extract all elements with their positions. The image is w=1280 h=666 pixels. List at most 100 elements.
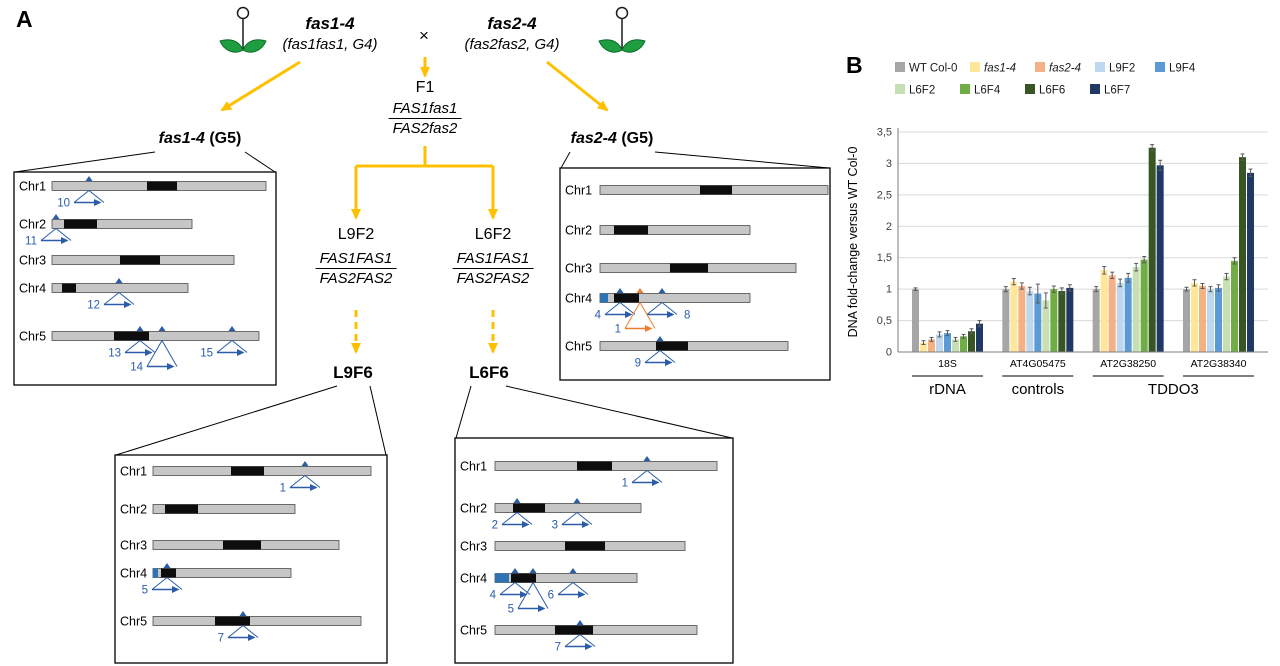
bar (936, 334, 943, 352)
insertion-number: 1 (615, 324, 621, 336)
legend-swatch (895, 62, 905, 72)
chromosome-label: Chr2 (19, 218, 46, 232)
bar (1018, 286, 1026, 352)
legend-label: L6F2 (909, 85, 935, 97)
bar (960, 336, 967, 352)
insertion-marker: 1 (622, 456, 663, 490)
insertion-callout-line (516, 512, 533, 525)
chromosome-bar (494, 625, 698, 635)
insertion-number: 6 (548, 590, 554, 602)
insertion-number: 8 (684, 310, 690, 322)
insertion-callout-line (216, 340, 233, 353)
insertion-callout-line (572, 582, 589, 595)
legend-swatch (970, 62, 980, 72)
chromosome-knob-segment (600, 293, 608, 303)
legend-swatch (1090, 84, 1100, 94)
legend-label: L9F2 (1109, 63, 1135, 75)
insertion-number: 4 (595, 310, 602, 322)
insertion-marker: 9 (635, 336, 676, 370)
insertion-tick-icon (513, 498, 521, 503)
l9f2-genotype-numerator: FAS1FAS1 (315, 250, 397, 269)
legend-label: fas2-4 (1049, 63, 1081, 75)
insertion-marker: 5 (508, 568, 549, 616)
centromere (231, 466, 264, 476)
insertion-callout-line (561, 512, 578, 525)
bar (1140, 259, 1148, 352)
centromere (700, 185, 732, 195)
f1-label: F1 (415, 79, 435, 96)
bar (1207, 289, 1214, 352)
centromere (161, 568, 176, 578)
l9f2-genotype-fraction: FAS1FAS1 FAS2FAS2 (315, 250, 397, 287)
insertion-number: 15 (200, 348, 213, 360)
x-category-label: TDDO3 (1148, 381, 1199, 398)
insertion-tick-icon (569, 568, 577, 573)
chromosome-label: Chr1 (120, 465, 147, 479)
callout-line (244, 151, 276, 173)
insertion-callout-line (646, 470, 663, 483)
arrow-to-fas2-g5 (546, 60, 609, 112)
insertion-number: 2 (492, 520, 498, 532)
chromosome-label: Chr2 (460, 502, 487, 516)
chromosome-bar (599, 341, 789, 351)
insertion-tick-icon (163, 563, 171, 568)
fas1-g5-box-label: fas1-4 (G5) (159, 130, 242, 148)
insertion-marker: 14 (130, 326, 178, 374)
chromosome-label: Chr2 (565, 224, 592, 238)
insertion-marker: 12 (87, 278, 135, 312)
insertion-number: 7 (218, 633, 224, 645)
chromosome-label: Chr5 (460, 624, 487, 638)
insertion-marker: 4 (490, 568, 531, 602)
chromosome-bar (599, 225, 751, 235)
insertion-tick-icon (529, 568, 537, 573)
insertion-callout-line (146, 340, 163, 367)
bar (1247, 172, 1254, 352)
insertion-tick-icon (573, 498, 581, 503)
insertion-callout-line (499, 582, 516, 595)
panel-a-graphics: Chr110Chr211Chr3Chr412Chr5131415Chr1Chr2… (13, 6, 831, 664)
centromere (656, 341, 688, 351)
insertion-callout-line (661, 302, 678, 315)
insertion-tick-icon (239, 611, 247, 616)
callout-line (115, 385, 338, 456)
centromere (614, 293, 639, 303)
callout-line (369, 385, 387, 456)
legend-swatch (1155, 62, 1165, 72)
insertion-callout-line (242, 625, 259, 638)
bar (1042, 300, 1050, 352)
insertion-marker: 15 (200, 326, 248, 360)
insertion-callout-line (564, 634, 581, 647)
y-tick-label: 3,5 (877, 127, 892, 139)
bar (1191, 282, 1198, 352)
l6f2-genotype-numerator: FAS1FAS1 (452, 250, 534, 269)
insertion-callout-line (624, 302, 641, 329)
chromosome-bar (51, 331, 260, 341)
y-tick-label: 0 (886, 347, 892, 359)
insertion-callout-line (639, 302, 656, 329)
centromere (614, 225, 648, 235)
chromosome-label: Chr1 (565, 184, 592, 198)
insertion-callout-line (231, 340, 248, 353)
insertion-marker: 7 (555, 620, 596, 654)
y-tick-label: 1,5 (877, 252, 892, 264)
chromosome-bar (152, 504, 296, 514)
chromosome-bar (494, 503, 642, 513)
chromosome-label: Chr3 (460, 540, 487, 554)
bar (1002, 289, 1010, 352)
insertion-number: 14 (130, 362, 143, 374)
insertion-marker: 5 (142, 563, 183, 597)
box-frame (114, 454, 388, 664)
chromosome-label: Chr1 (460, 460, 487, 474)
bar (1215, 287, 1222, 352)
insertion-tick-icon (658, 288, 666, 293)
insertion-marker: 13 (108, 326, 156, 360)
l9f2-label: L9F2 (337, 226, 375, 243)
cross-symbol: × (419, 26, 429, 45)
f1-genotype-fraction: FAS1fas1 FAS2fas2 (388, 100, 462, 137)
bar (1124, 277, 1132, 352)
bar (1239, 157, 1246, 352)
